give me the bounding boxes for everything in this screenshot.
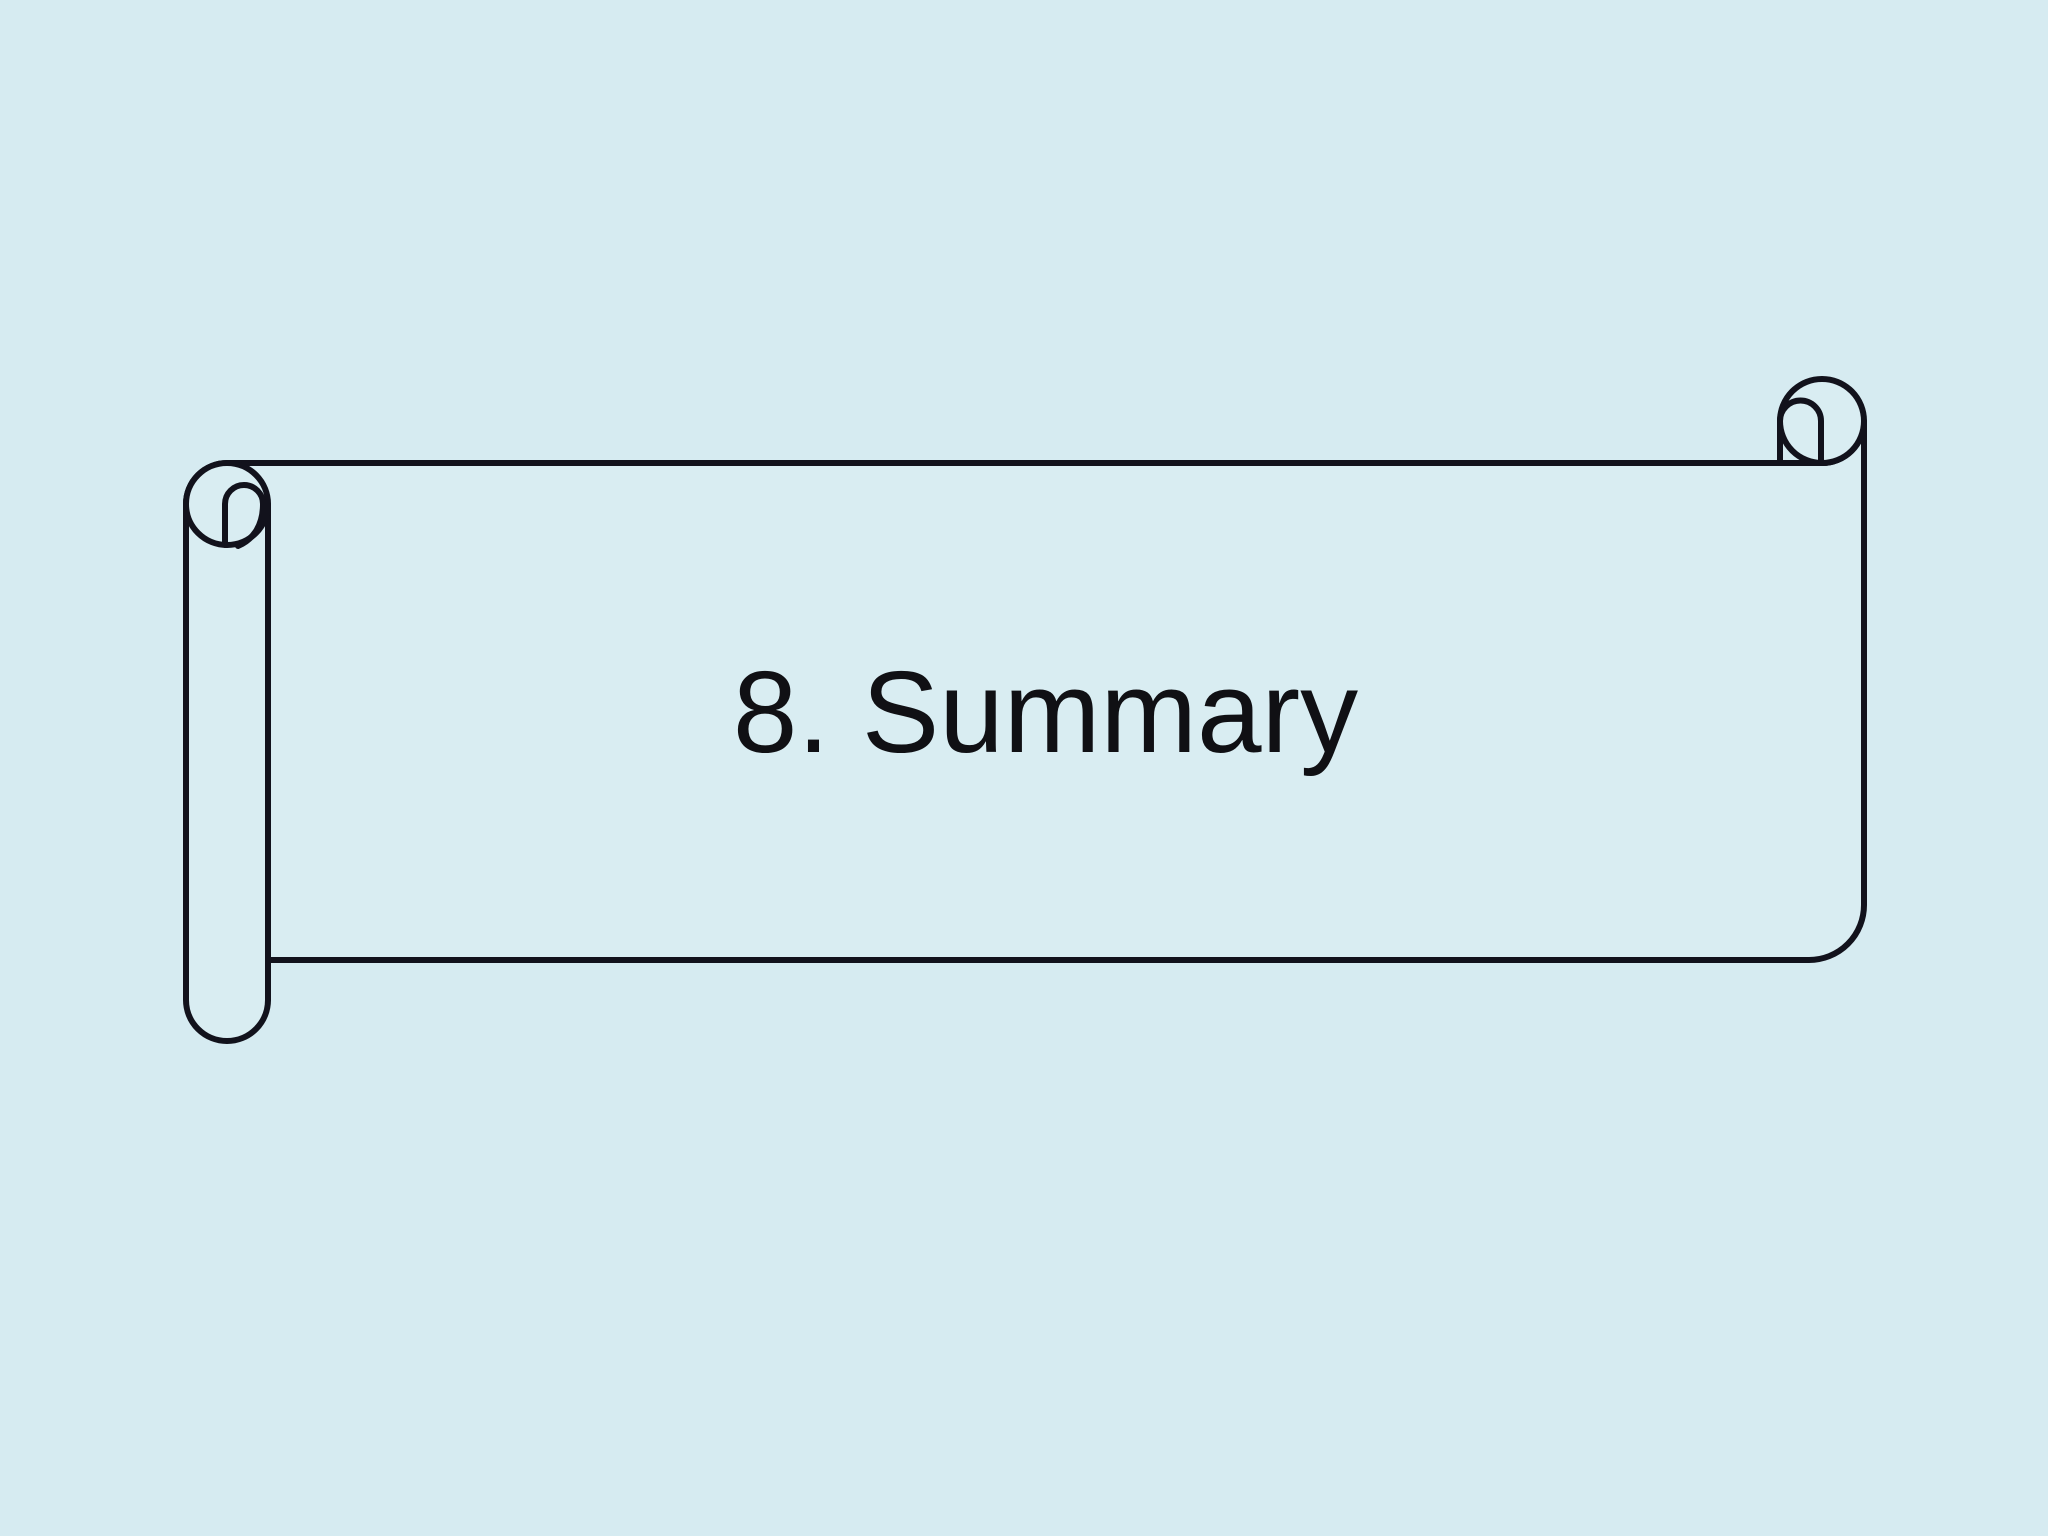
top-right-curl-inner bbox=[1777, 397, 1824, 465]
slide-title: 8. Summary bbox=[732, 646, 1359, 777]
left-roll-curl-inner bbox=[222, 482, 266, 549]
title-area: 8. Summary bbox=[227, 463, 1864, 960]
